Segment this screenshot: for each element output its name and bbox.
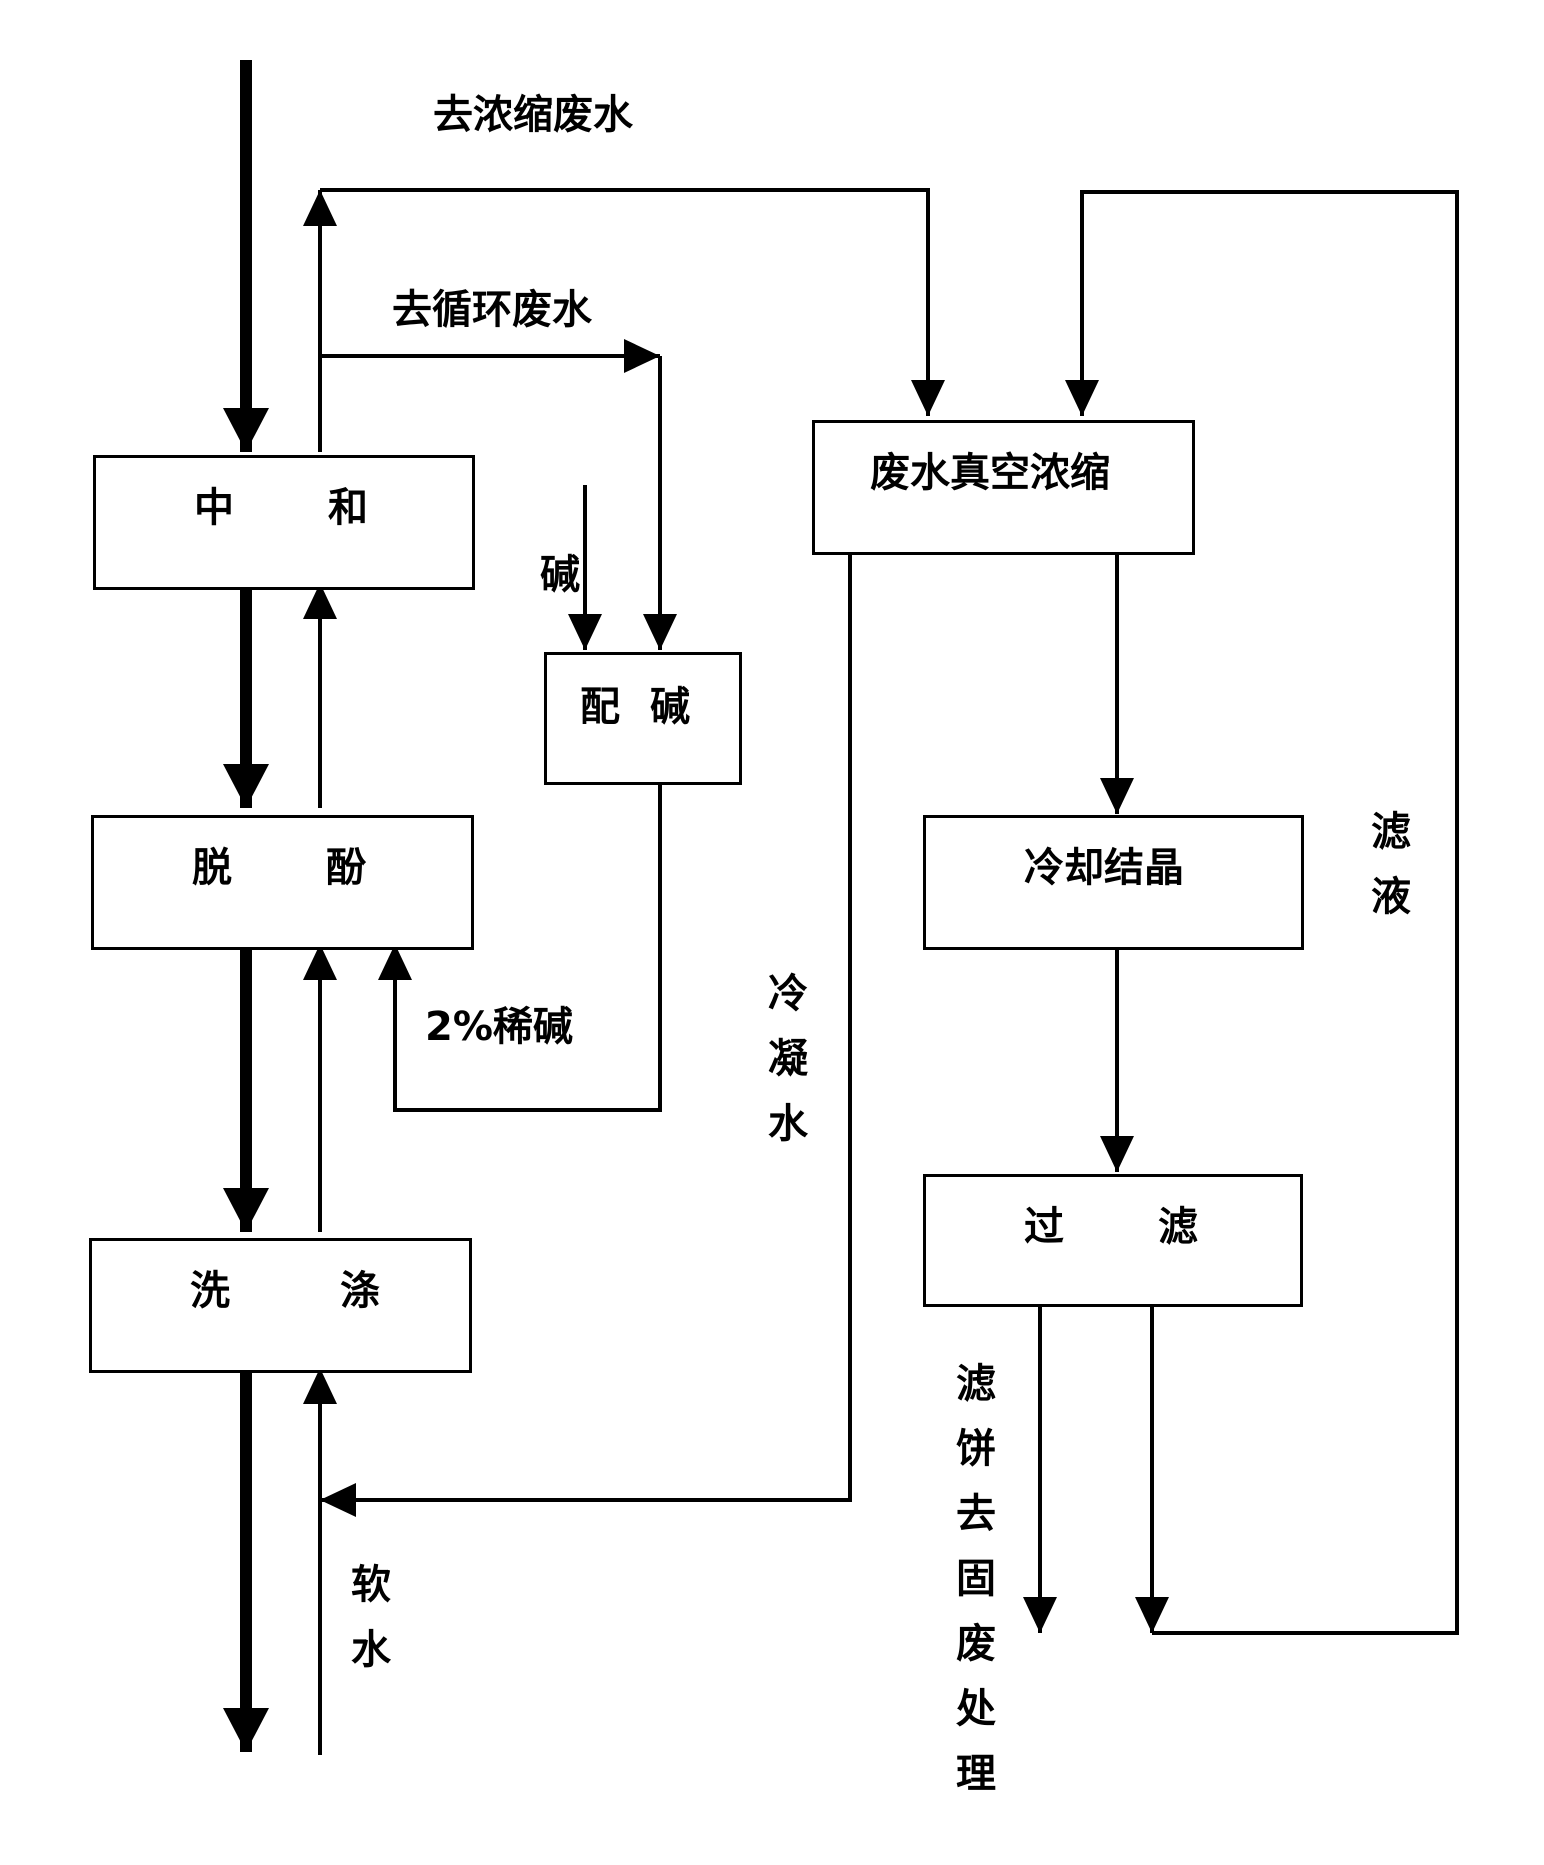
wash-box: 洗 涤 bbox=[89, 1238, 472, 1373]
alkali-label: 碱 bbox=[540, 552, 580, 598]
neutralize-label-2: 和 bbox=[328, 485, 368, 531]
vacuum-concentration-label: 废水真空浓缩 bbox=[870, 450, 1110, 496]
alkali-prep-label-1: 配 bbox=[580, 684, 620, 730]
cooling-crystallization-label: 冷却结晶 bbox=[1024, 845, 1184, 891]
vacuum-concentration-box: 废水真空浓缩 bbox=[812, 420, 1195, 555]
dilute-alkali-label: 2%稀碱 bbox=[425, 1004, 573, 1050]
neutralize-label-1: 中 bbox=[194, 485, 234, 531]
alkali-prep-box: 配 碱 bbox=[544, 652, 742, 785]
condensate-line bbox=[320, 552, 852, 1517]
dilute-alkali-line bbox=[378, 783, 662, 1112]
to-concentrate-line bbox=[320, 188, 945, 416]
filtration-label-2: 滤 bbox=[1158, 1204, 1198, 1250]
filtration-box: 过 滤 bbox=[923, 1174, 1303, 1307]
to-concentrate-wastewater-label: 去浓缩废水 bbox=[433, 92, 633, 138]
cooling-crystallization-box: 冷却结晶 bbox=[923, 815, 1304, 950]
alkali-prep-label-2: 碱 bbox=[650, 684, 690, 730]
to-recycle-wastewater-label: 去循环废水 bbox=[392, 287, 592, 333]
filtration-label-1: 过 bbox=[1024, 1204, 1064, 1250]
dephenol-label-2: 酚 bbox=[326, 845, 366, 891]
filtrate-return-line bbox=[1065, 190, 1459, 1635]
soft-water-label: 软水 bbox=[351, 1562, 391, 1673]
dephenol-label-1: 脱 bbox=[192, 845, 232, 891]
filtrate-label: 滤液 bbox=[1371, 809, 1411, 920]
wash-label-2: 涤 bbox=[340, 1268, 380, 1314]
wash-label-1: 洗 bbox=[190, 1268, 230, 1314]
dephenol-box: 脱 酚 bbox=[91, 815, 474, 950]
filter-cake-disposal-label: 滤饼去固废处理 bbox=[956, 1361, 996, 1797]
condensate-water-label: 冷凝水 bbox=[768, 971, 808, 1147]
neutralize-box: 中 和 bbox=[93, 455, 475, 590]
